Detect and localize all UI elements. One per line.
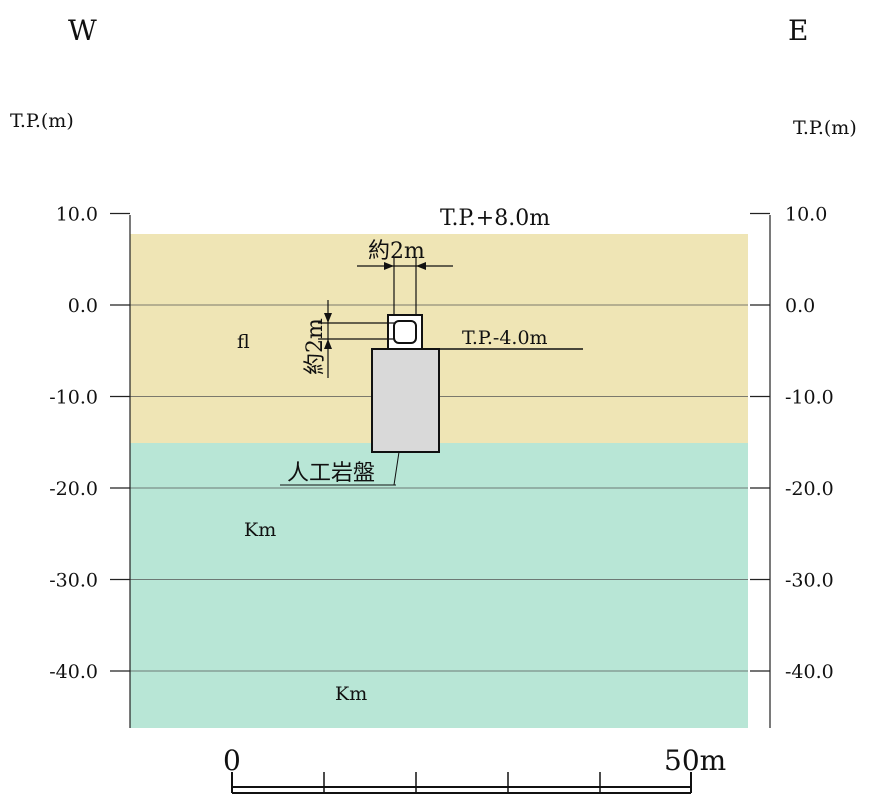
left-tick-label: 0.0 <box>68 295 98 317</box>
layer-fl-label: fl <box>237 331 250 353</box>
left-tick-label: 10.0 <box>56 204 98 226</box>
width-dim-arrows <box>384 262 426 270</box>
layer-km-label-lower: Km <box>335 683 367 705</box>
height-dim-label: 約2m <box>303 318 328 375</box>
east-label: E <box>788 14 808 47</box>
axis-ticks: 10.0 10.0 0.0 0.0 -10.0 -10.0 -20.0 -20.0 -30.0 -… <box>49 204 833 684</box>
right-tick-label: -40.0 <box>785 661 834 683</box>
artificial-rock-block <box>371 348 440 453</box>
right-tick-label: -20.0 <box>785 478 834 500</box>
left-tick-label: -20.0 <box>49 478 98 500</box>
left-tick-label: -10.0 <box>49 387 98 409</box>
scale-bar <box>231 772 692 794</box>
right-tick-label: 10.0 <box>785 204 827 226</box>
west-label: W <box>68 14 97 47</box>
scale-start-label: 0 <box>223 744 241 777</box>
right-tick-label: -30.0 <box>785 570 834 592</box>
right-tick-label: -10.0 <box>785 387 834 409</box>
left-tick-label: -40.0 <box>49 661 98 683</box>
base-elevation-label: T.P.-4.0m <box>462 327 548 349</box>
scale-end-label: 50m <box>664 744 726 777</box>
left-unit-label: T.P.(m) <box>10 110 74 132</box>
layer-km-label: Km <box>244 519 276 541</box>
width-dim-label: 約2m <box>368 239 425 264</box>
left-tick-label: -30.0 <box>49 570 98 592</box>
structure-inner-opening <box>393 320 417 344</box>
ground-surface-label: T.P.+8.0m <box>440 206 550 231</box>
height-dim-arrows <box>324 313 332 349</box>
right-tick-label: 0.0 <box>785 295 815 317</box>
rock-leader-line <box>393 451 400 486</box>
layer-km <box>130 443 748 728</box>
right-unit-label: T.P.(m) <box>793 117 857 139</box>
artificial-rock-label: 人工岩盤 <box>287 461 375 486</box>
